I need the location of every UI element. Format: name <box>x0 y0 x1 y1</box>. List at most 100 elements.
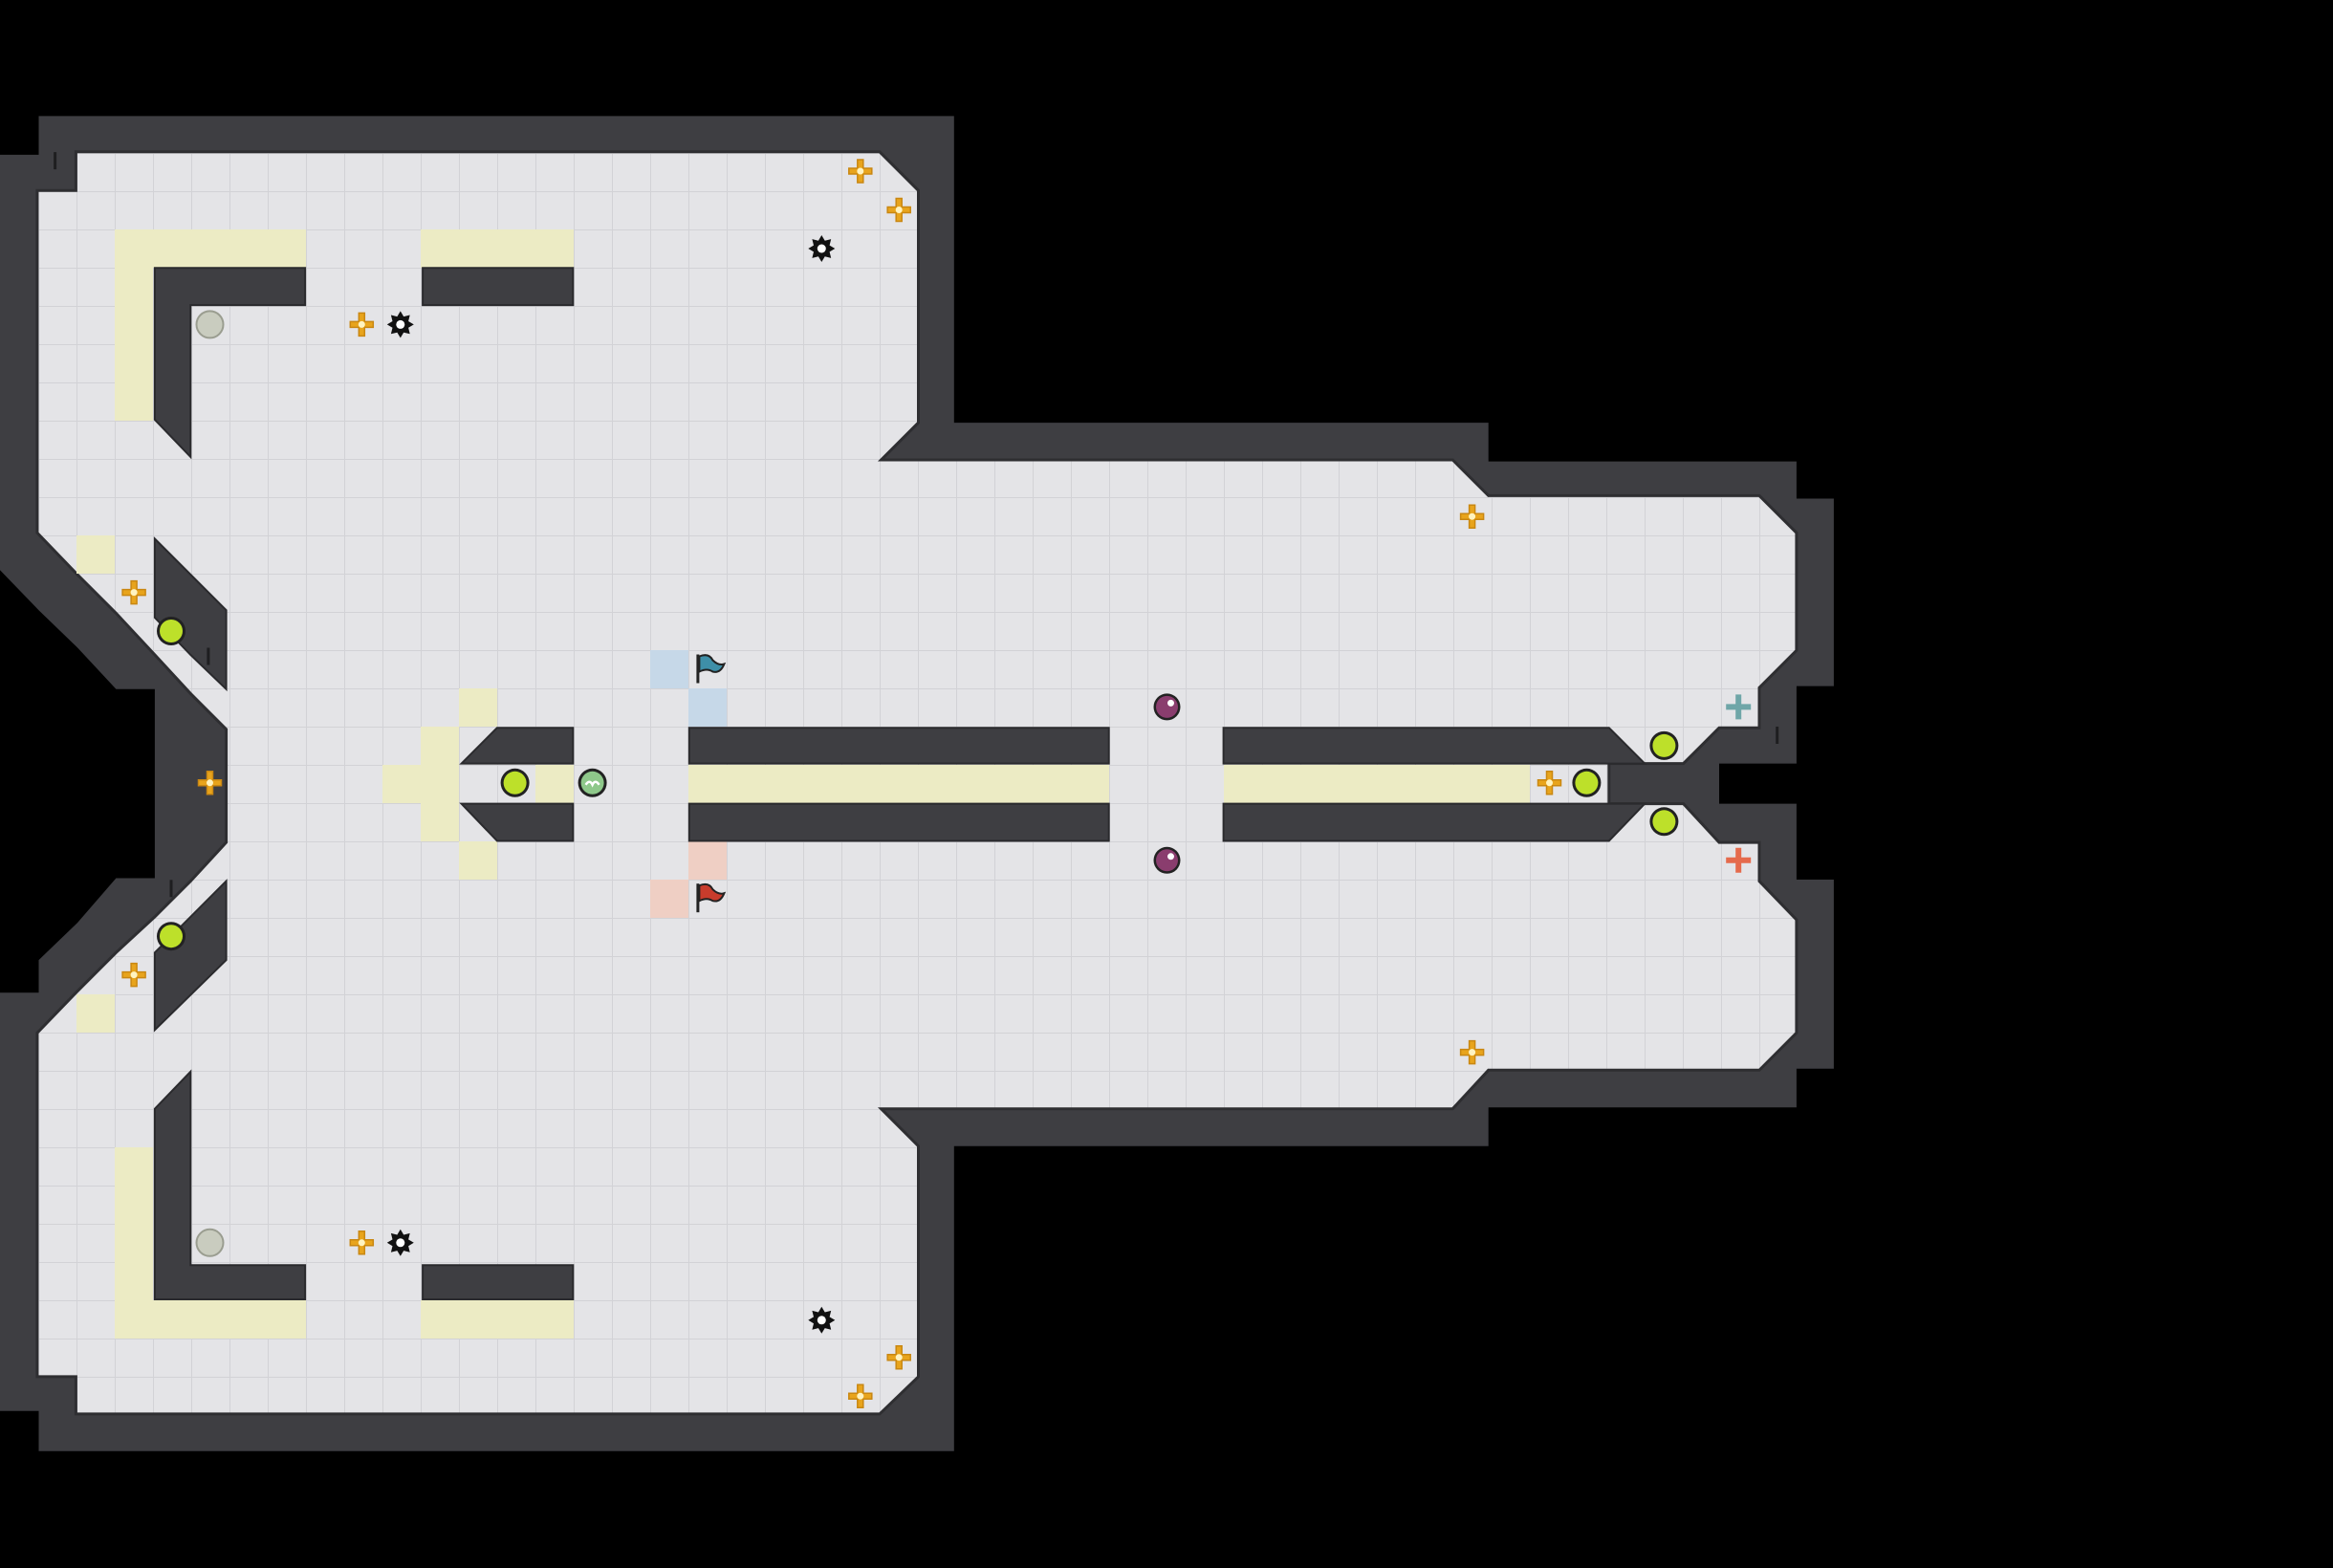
red-flag-icon-pole <box>696 883 700 913</box>
inner-wall <box>1222 802 1647 842</box>
red-cross-icon <box>1726 847 1752 873</box>
bomb-shine <box>1167 853 1174 860</box>
wall-notch <box>207 647 210 665</box>
spike-icon <box>808 1306 836 1334</box>
item-layer <box>121 159 1752 1408</box>
boost-tile <box>956 765 994 803</box>
wall-notch <box>54 152 57 170</box>
inner-wall <box>153 1069 307 1300</box>
boost-center <box>895 207 903 213</box>
spike-hole <box>396 319 405 329</box>
boost-center <box>358 320 365 328</box>
inner-wall <box>459 802 575 842</box>
boost-tile <box>421 229 459 268</box>
inner-wall <box>459 727 575 765</box>
boost-tile <box>459 688 497 727</box>
spike-hole <box>817 244 826 253</box>
boost-tile <box>1262 765 1300 803</box>
powerup-core <box>160 925 183 948</box>
blue-flag-icon <box>696 654 727 684</box>
blue-cross-icon <box>1726 694 1752 720</box>
powerup-core <box>1652 810 1676 834</box>
inner-wall <box>153 879 228 1033</box>
inner-wall <box>1222 727 1647 765</box>
boost-center <box>857 167 864 175</box>
spike-icon <box>386 311 414 338</box>
inner-wall <box>687 727 1110 765</box>
powerup-core <box>1652 733 1676 757</box>
boost-tile <box>268 1300 306 1339</box>
boost-tile <box>918 765 956 803</box>
boost-tile <box>115 229 153 268</box>
boost-center <box>358 1239 365 1247</box>
inner-wall <box>422 1264 575 1300</box>
boost-tile <box>229 229 268 268</box>
powerup-icon <box>1649 730 1679 760</box>
red-team-tile <box>688 841 727 880</box>
boost-tile <box>115 1262 153 1300</box>
red-team-tile <box>650 880 688 918</box>
powerup-icon <box>157 922 185 951</box>
boost-tile <box>1492 765 1530 803</box>
boost-icon <box>1459 504 1485 529</box>
boost-icon <box>349 312 375 338</box>
boost-tile <box>1377 765 1415 803</box>
boost-center <box>1546 779 1553 787</box>
boost-tile <box>535 1300 574 1339</box>
boost-tile <box>727 765 765 803</box>
spike-hole <box>817 1316 826 1325</box>
red-cross-icon-shape <box>1726 847 1752 873</box>
boost-tile <box>382 765 421 803</box>
powerup-icon <box>1649 807 1679 837</box>
boost-tile <box>1339 765 1377 803</box>
boost-tile <box>535 229 574 268</box>
boost-icon <box>1459 1039 1485 1065</box>
boost-center <box>857 1392 864 1400</box>
spike-hole <box>396 1238 405 1248</box>
spike-icon <box>386 1229 414 1256</box>
inner-wall-layer <box>54 152 1779 1300</box>
bomb-body <box>1156 695 1178 718</box>
boost-tile <box>76 994 115 1033</box>
boost-tile <box>1224 765 1262 803</box>
boost-tile <box>191 1300 229 1339</box>
powerup-icon <box>157 617 185 645</box>
blue-flag-icon-pole <box>696 654 700 684</box>
boost-tile <box>1033 765 1071 803</box>
boost-center <box>207 779 213 787</box>
boost-tile <box>153 1300 191 1339</box>
boost-tile <box>688 765 727 803</box>
boost-center <box>130 589 138 597</box>
boost-tile <box>994 765 1033 803</box>
boost-center <box>1469 1049 1476 1056</box>
boost-tile <box>421 727 459 765</box>
bomb-icon <box>1153 846 1181 874</box>
inner-wall <box>687 802 1110 842</box>
boost-icon <box>886 1344 911 1370</box>
inner-wall <box>422 267 575 307</box>
blue-flag-icon-cloth <box>698 654 727 674</box>
boost-tile <box>421 803 459 841</box>
tile-layer <box>76 229 1530 1339</box>
bomb-icon <box>1153 693 1181 721</box>
portal-mark <box>584 780 600 788</box>
wall-notch <box>169 880 173 898</box>
boost-tile <box>497 1300 535 1339</box>
boost-tile <box>803 765 841 803</box>
powerup-icon <box>1572 768 1602 797</box>
spike-icon <box>808 235 836 262</box>
boost-icon <box>197 771 223 795</box>
boost-icon <box>848 1383 873 1408</box>
boost-tile <box>497 229 535 268</box>
blue-team-tile <box>688 688 727 727</box>
boost-icon <box>1537 771 1562 795</box>
boost-icon <box>848 159 873 184</box>
blue-cross-icon-shape <box>1726 694 1752 720</box>
red-flag-icon <box>696 882 727 913</box>
powerup-core <box>503 771 527 795</box>
boost-tile <box>153 229 191 268</box>
boost-tile <box>115 268 153 306</box>
orb-body <box>195 1228 225 1257</box>
boost-tile <box>1415 765 1453 803</box>
